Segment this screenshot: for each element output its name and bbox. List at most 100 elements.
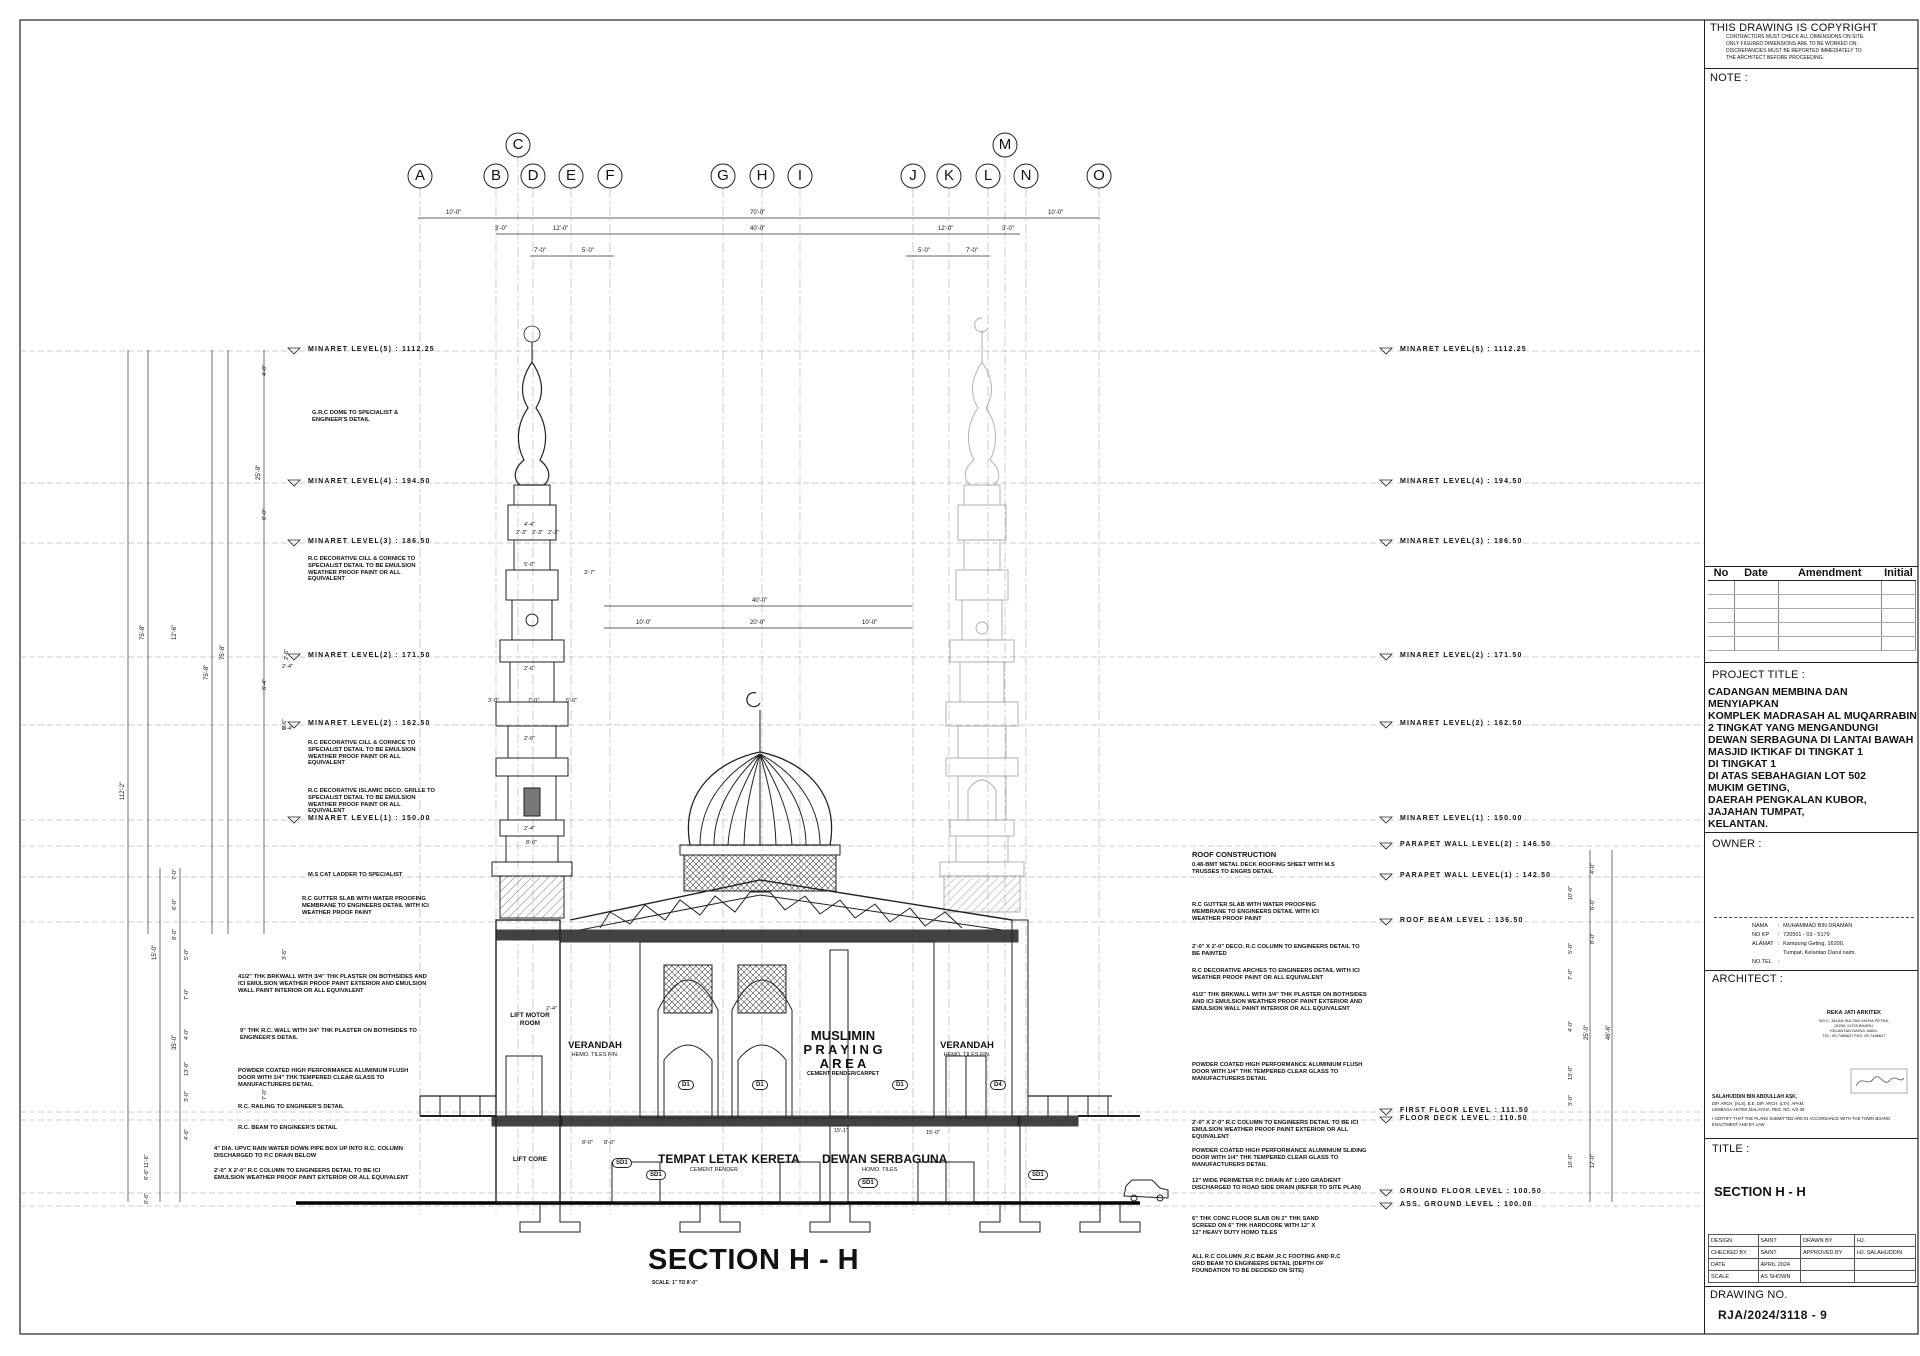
dimension-minaret: 5'-0" xyxy=(566,698,577,704)
amend-header-no: No xyxy=(1708,566,1734,581)
level-marker-right: ROOF BEAM LEVEL : 136.50 xyxy=(1400,917,1524,924)
level-marker-triangle xyxy=(287,653,301,661)
note-right: 2'-0" X 2'-0" DECO. R.C COLUMN TO ENGINE… xyxy=(1192,944,1360,957)
dimension-top-third: 7'-0" xyxy=(966,248,978,254)
central-dome xyxy=(679,692,841,892)
level-marker-left: MINARET LEVEL(1) : 150.00 xyxy=(308,815,431,822)
grid-label-k: K xyxy=(943,167,954,184)
note-left: POWDER COATED HIGH PERFORMANCE ALUMINIUM… xyxy=(238,1068,409,1088)
praying-area-line1: MUSLIMIN xyxy=(810,1028,876,1043)
grid-bubble xyxy=(992,132,1018,158)
divider xyxy=(1704,970,1918,971)
project-line: DAERAH PENGKALAN KUBOR, xyxy=(1708,794,1867,806)
dimension-top-second: 3'-0" xyxy=(495,226,507,232)
dimension-left-small: 7'-0" xyxy=(172,869,178,880)
copyright-heading: THIS DRAWING IS COPYRIGHT xyxy=(1710,22,1878,34)
level-marker-right: GROUND FLOOR LEVEL : 100.50 xyxy=(1400,1188,1542,1195)
title-label: TITLE : xyxy=(1712,1143,1750,1155)
grid-label-c: C xyxy=(512,136,524,153)
grid-bubble xyxy=(710,163,736,189)
grid-bubbles xyxy=(407,132,1112,189)
dimension-left-small: 5'-0" xyxy=(184,949,190,960)
owner-field: NO KP xyxy=(1752,932,1770,938)
grid-label-o: O xyxy=(1093,167,1105,184)
note-left: 4" DIA. UPVC RAIN WATER DOWN PIPE BOX UP… xyxy=(214,1146,403,1159)
owner-field: NO.TEL xyxy=(1752,959,1772,965)
drawing-no-label: DRAWING NO. xyxy=(1710,1289,1788,1301)
info-field: DATE xyxy=(1708,1258,1759,1271)
dimension-left-vertical: 75'-8" xyxy=(220,644,226,660)
divider xyxy=(1704,662,1918,663)
dimension-top-second: 12'-0" xyxy=(553,226,569,232)
divider xyxy=(1704,68,1918,69)
dimension-ground: 8'-0" xyxy=(582,1140,593,1146)
level-marker-triangle xyxy=(1379,1108,1393,1116)
info-field xyxy=(1799,1258,1855,1271)
dimension-minaret: 2'-3" xyxy=(548,530,559,536)
divider xyxy=(1704,1286,1918,1287)
project-line: DEWAN SERBAGUNA DI LANTAI BAWAH xyxy=(1708,734,1914,746)
note-left: R.C. RAILING TO ENGINEER'S DETAIL xyxy=(238,1104,344,1110)
dimension-right-small: 3'-0" xyxy=(1568,1095,1574,1106)
section-scale: SCALE: 1" TO 8'-0" xyxy=(652,1280,698,1286)
divider xyxy=(1704,1138,1918,1139)
grid-bubble xyxy=(1086,163,1112,189)
info-value xyxy=(1853,1258,1917,1271)
verandah-left-label: VERANDAH xyxy=(568,1040,622,1051)
level-marker-right: MINARET LEVEL(2) : 171.50 xyxy=(1400,652,1523,659)
grid-bubble xyxy=(900,163,926,189)
level-marker-left: MINARET LEVEL(2) : 171.50 xyxy=(308,652,431,659)
door-tag: D1 xyxy=(678,1080,694,1090)
dimension-left-small: 8'-0" xyxy=(172,929,178,940)
grid-bubble xyxy=(558,163,584,189)
level-marker-triangle xyxy=(287,347,301,355)
owner-value: Kampung Geting, 16200, xyxy=(1783,941,1845,947)
dimension-right-small: 8'-0" xyxy=(1590,933,1596,944)
note-right: 41/2" THK BRKWALL WITH 3/4" THK PLASTER … xyxy=(1192,992,1367,1012)
info-field: APPROVED BY xyxy=(1799,1246,1855,1259)
architect-name: SALAHUDDIN BIN ABDULLAH ASK, xyxy=(1712,1094,1798,1100)
amend-header-initial: Initial xyxy=(1881,566,1916,581)
grid-bubble xyxy=(407,163,433,189)
grid-label-i: I xyxy=(797,167,803,184)
owner-field: ALAMAT xyxy=(1752,941,1774,947)
level-marker-left: MINARET LEVEL(5) : 1112.25 xyxy=(308,346,435,353)
dimension-right-vertical: 46'-6" xyxy=(1606,1024,1612,1040)
dimension-minaret: 5'-0" xyxy=(524,562,535,568)
level-marker-right: FIRST FLOOR LEVEL : 111.50 xyxy=(1400,1107,1530,1114)
dimension-ground: 15'-0" xyxy=(926,1130,941,1136)
grid-label-h: H xyxy=(756,167,768,184)
dimension-left-small: 6'-0" xyxy=(172,899,178,910)
parking-finish: CEMENT RENDER xyxy=(690,1167,738,1173)
project-line: KOMPLEK MADRASAH AL MUQARRABIN xyxy=(1708,710,1917,722)
grid-label-g: G xyxy=(717,167,729,184)
dimension-top-third: 5'-0" xyxy=(918,248,930,254)
grid-bubble xyxy=(975,163,1001,189)
dimension-top-second: 40'-0" xyxy=(750,226,766,232)
level-marker-right: FLOOR DECK LEVEL : 110.50 xyxy=(1400,1115,1528,1122)
note-left: 2'-0" X 2'-0" R.C COLUMN TO ENGINEERS DE… xyxy=(214,1168,409,1181)
dimension-right-small: 4'-0" xyxy=(1590,863,1596,874)
note-left: R.C DECORATIVE ISLAMIC DECO. GRILLE TO S… xyxy=(308,788,435,815)
grid-label-j: J xyxy=(909,167,917,184)
dimension-left-small: 13'-0" xyxy=(184,1061,190,1076)
architect-qualifications: DIP. ARCH. (ALS), B.E. DIP. ARCH. (LTA),… xyxy=(1712,1101,1804,1113)
owner-value: MUHAMMAD BIN DRAMAN xyxy=(1783,923,1853,929)
level-marker-triangle xyxy=(287,539,301,547)
verandah-left-finish: HEMO. TILES FIN. xyxy=(571,1052,619,1058)
project-line: JAJAHAN TUMPAT, xyxy=(1708,806,1805,818)
dimension-right-small: 5'-0" xyxy=(1568,943,1574,954)
info-value: SAINT xyxy=(1757,1246,1801,1259)
note-left: G.R.C DOME TO SPECIALIST & ENGINEER'S DE… xyxy=(312,410,399,423)
dimension-minaret: 2'-6" xyxy=(524,736,535,742)
level-marker-left: MINARET LEVEL(2) : 162.50 xyxy=(308,720,431,727)
dimension-left-small: 7'-0" xyxy=(184,989,190,1000)
copyright-note: CONTRACTORS MUST CHECK ALL DIMENSIONS ON… xyxy=(1726,34,1865,62)
owner-label: OWNER : xyxy=(1712,838,1762,850)
copyright-note-line: THE ARCHITECT BEFORE PROCEEDING. xyxy=(1726,55,1824,61)
dimension-hall-overall: 40'-0" xyxy=(752,598,768,604)
qual-line: LEMBAGA AKITEK MALAYSIA, REG. NO. A/S 39 xyxy=(1712,1107,1805,1112)
dimension-top-overall: 70'-0" xyxy=(750,210,766,216)
note-left: R.C. BEAM TO ENGINEER'S DETAIL xyxy=(238,1125,338,1131)
